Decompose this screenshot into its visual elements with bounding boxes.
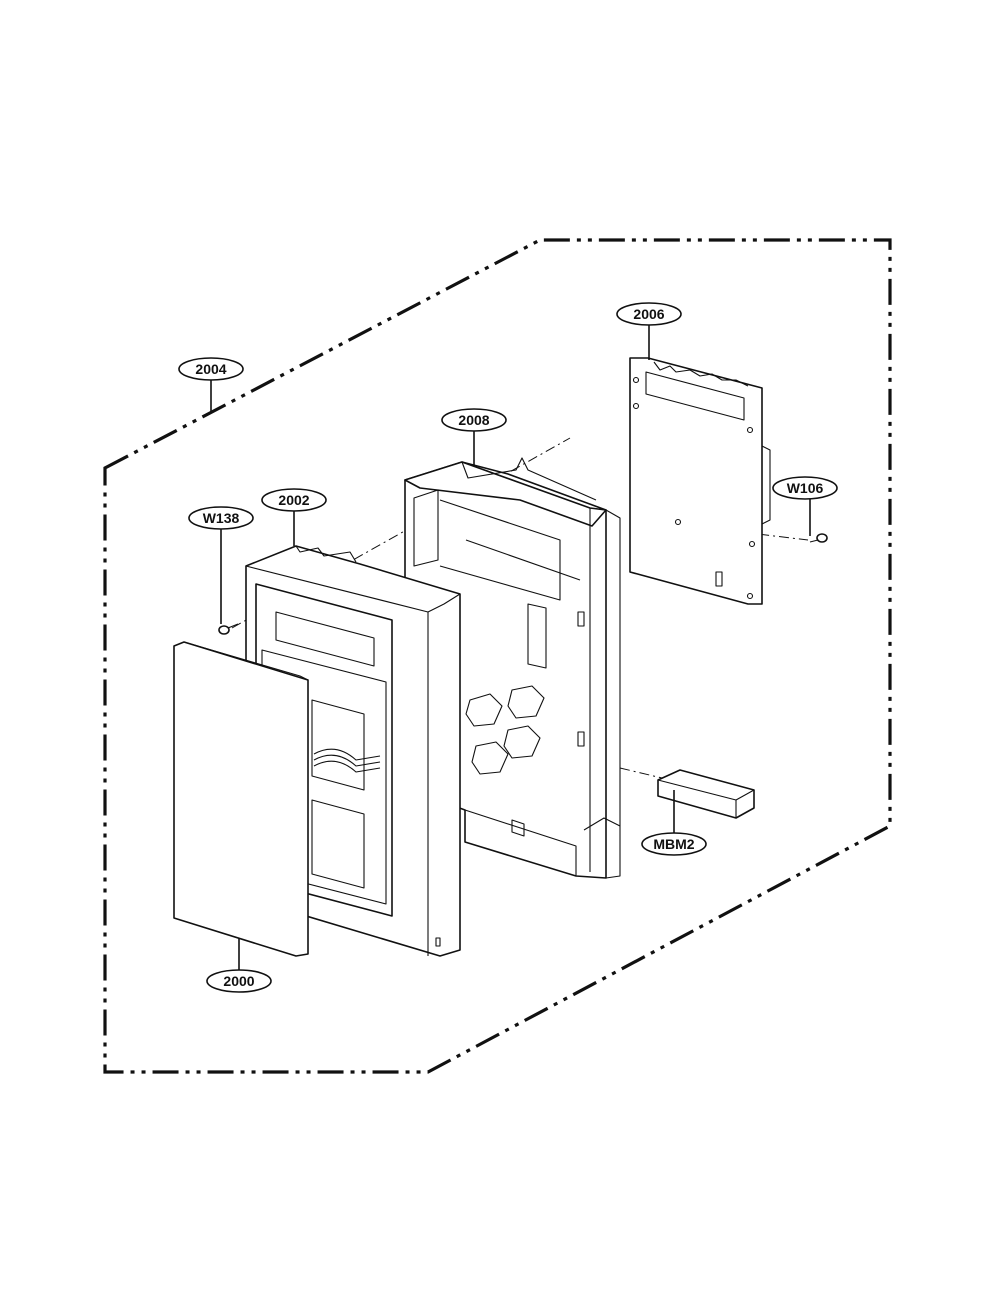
callout-2004: 2004 bbox=[178, 357, 244, 381]
callout-MBM2-label: MBM2 bbox=[653, 836, 694, 852]
panel-part-2000 bbox=[173, 641, 309, 957]
module-part-MBM2 bbox=[657, 769, 755, 819]
callout-W138: W138 bbox=[188, 506, 254, 530]
pcb-part-2006 bbox=[629, 357, 771, 605]
leader-lines bbox=[210, 325, 811, 970]
screw-W138 bbox=[218, 623, 239, 635]
callout-2002: 2002 bbox=[261, 488, 327, 512]
callout-2004-label: 2004 bbox=[195, 361, 226, 377]
callout-W138-label: W138 bbox=[203, 510, 240, 526]
screw-W106 bbox=[809, 533, 828, 543]
callout-W106: W106 bbox=[772, 476, 838, 500]
callout-2008-label: 2008 bbox=[458, 412, 489, 428]
callout-MBM2: MBM2 bbox=[641, 832, 707, 856]
callout-2000: 2000 bbox=[206, 969, 272, 993]
callout-2000-label: 2000 bbox=[223, 973, 254, 989]
callout-2002-label: 2002 bbox=[278, 492, 309, 508]
callout-W106-label: W106 bbox=[787, 480, 824, 496]
callout-2006-label: 2006 bbox=[633, 306, 664, 322]
assembly-boundary bbox=[103, 238, 892, 1074]
callout-2008: 2008 bbox=[441, 408, 507, 432]
callout-2006: 2006 bbox=[616, 302, 682, 326]
